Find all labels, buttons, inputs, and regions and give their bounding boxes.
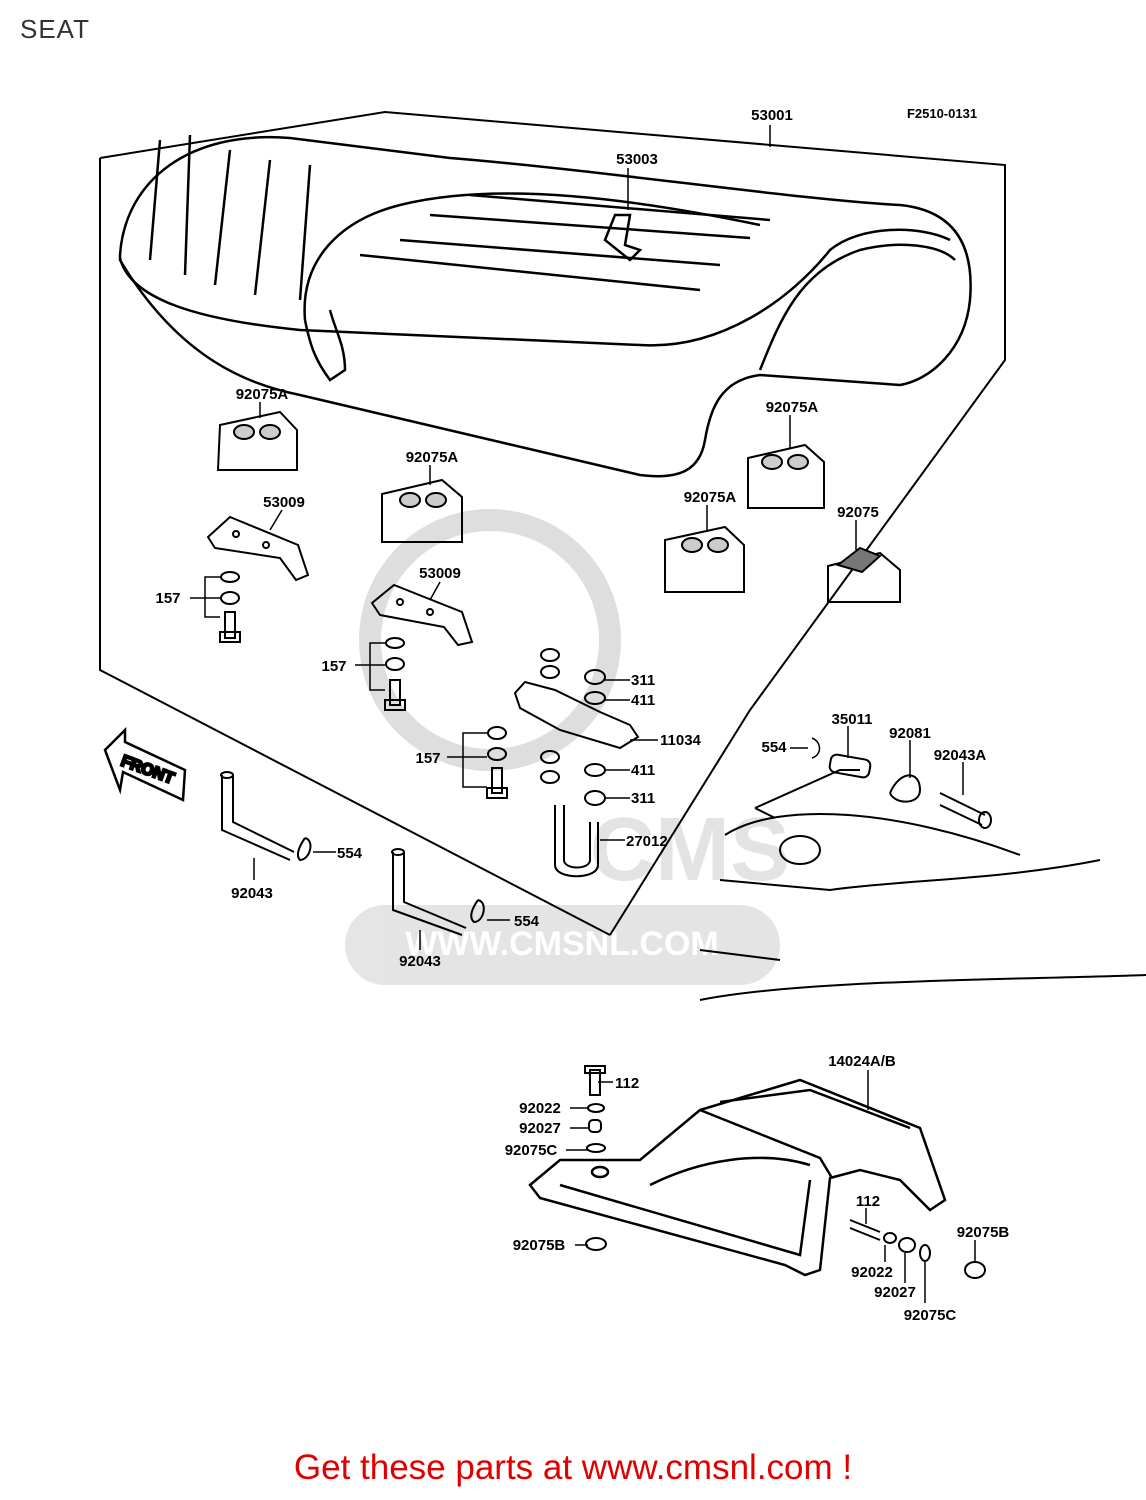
front-arrow-icon: FRONT (103, 726, 187, 802)
label-washer-top2: 92022 (519, 1100, 561, 1117)
label-grommet-right: 92075B (957, 1224, 1010, 1241)
label-washer-top: 411 (631, 692, 655, 709)
label-damper-rl: 92075A (684, 489, 737, 506)
label-bolt-center: 157 (321, 658, 346, 675)
plate-assembly (513, 648, 640, 878)
watermark-text: WWW.CMSNL.COM (405, 925, 719, 963)
rods-and-clips (220, 771, 485, 936)
label-plate: 11034 (660, 732, 702, 749)
label-strap: 53003 (616, 151, 658, 168)
rod-callouts (253, 851, 510, 950)
label-bracket-center: 53009 (419, 565, 461, 582)
label-screw-right: 112 (856, 1193, 880, 1210)
label-nut-low: 311 (631, 790, 655, 807)
label-rod-left: 92043 (231, 885, 273, 902)
plate-callouts (600, 679, 658, 841)
label-grommet-left: 92075B (513, 1237, 566, 1254)
label-washer-right: 92022 (851, 1264, 893, 1281)
label-cover: 14024A/B (828, 1053, 896, 1070)
label-damper-fc: 92075A (406, 449, 459, 466)
bolt-sets (219, 571, 508, 799)
damper-blocks (216, 410, 901, 603)
label-bolt-lower: 157 (415, 750, 440, 767)
cover-callouts (566, 1070, 976, 1303)
label-clip-left: 554 (337, 845, 363, 862)
label-washer-low: 411 (631, 762, 655, 779)
brackets (206, 515, 474, 647)
footer-link[interactable]: Get these parts at www.cmsnl.com ! (293, 1448, 853, 1487)
cover-hardware (584, 1065, 986, 1279)
label-pin-right: 554 (761, 739, 787, 756)
label-rod-center: 92043 (399, 953, 441, 970)
label-seat-assy: 53001 (751, 107, 793, 124)
seat-assy-callout: 53001 F2510-0131 53003 (616, 106, 977, 210)
label-bracket-left: 53009 (263, 494, 305, 511)
bolt-callouts (190, 576, 487, 788)
label-collar-top: 92027 (519, 1120, 561, 1137)
label-damper-small: 92075 (837, 504, 879, 521)
label-damper-fl: 92075A (236, 386, 289, 403)
label-grommet-right2: 92075C (904, 1307, 957, 1324)
label-screw-top: 112 (615, 1075, 639, 1092)
label-damper-rr: 92075A (766, 399, 819, 416)
label-collar-right: 92027 (874, 1284, 916, 1301)
label-ubolt: 27012 (626, 833, 668, 850)
label-spring: 92081 (889, 725, 931, 742)
tail-cover (528, 1078, 947, 1277)
label-pin-hinge: 92043A (934, 747, 987, 764)
watermark: WWW.CMSNL.COM CMS (345, 509, 790, 985)
hinge-callouts (790, 726, 964, 795)
damper-callouts: 92075A 92075A 92075A 92075A 92075 (236, 386, 879, 550)
seat-drawing (118, 134, 972, 478)
label-bolt-left: 157 (155, 590, 180, 607)
label-grommet-top: 92075C (505, 1142, 558, 1159)
hinge-mechanism (699, 753, 1146, 1001)
bracket-callouts: 53009 53009 (263, 494, 461, 601)
svg-text:CMS: CMS (590, 800, 790, 900)
assembly-frame (99, 110, 1006, 936)
label-clip-center: 554 (514, 913, 540, 930)
label-nut-top: 311 (631, 672, 655, 689)
label-shaft: 35011 (832, 711, 873, 728)
page-title: SEAT (20, 14, 90, 44)
diagram-code: F2510-0131 (907, 106, 977, 121)
